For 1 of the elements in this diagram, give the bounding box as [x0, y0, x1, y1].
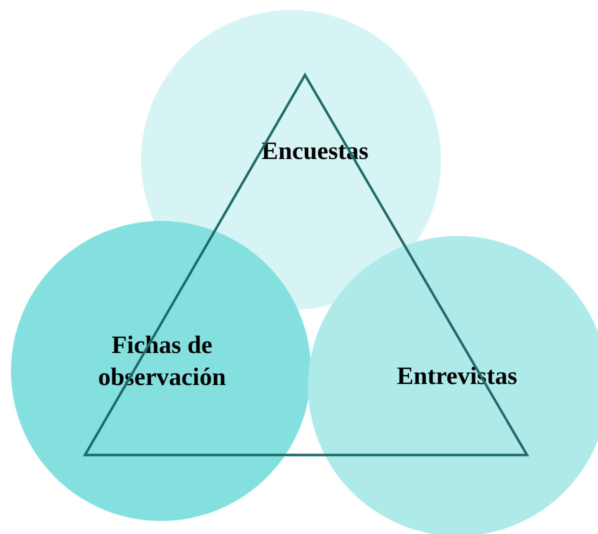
circle-label: Fichas de observación [97, 331, 227, 393]
